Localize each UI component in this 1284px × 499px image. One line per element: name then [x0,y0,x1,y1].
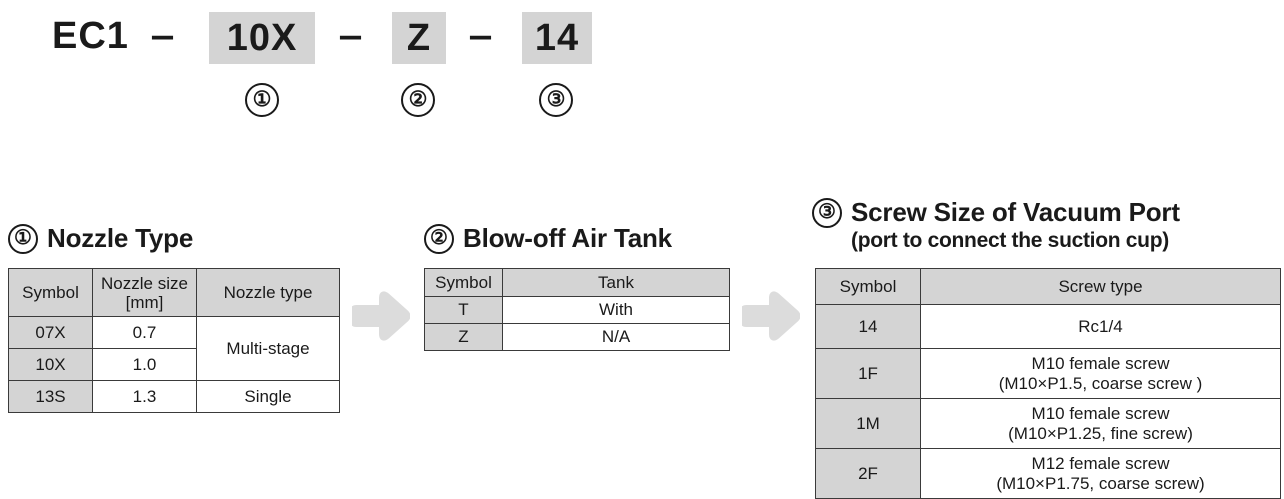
part-number-segment-2: Z [392,12,446,64]
cell-nozzle-size: 1.0 [92,348,197,381]
cell-nozzle-type: Single [196,380,340,413]
table-row: 1M M10 female screw (M10×P1.25, fine scr… [815,398,1281,449]
part-number-segment-3: 14 [522,12,592,64]
section-subheading-3: (port to connect the suction cup) [851,229,1169,252]
column-header-tank: Tank [502,268,730,297]
section-heading-3-group: Screw Size of Vacuum Port (port to conne… [851,196,1180,253]
segment-marker-3: ③ [539,83,573,117]
table-row: 1F M10 female screw (M10×P1.5, coarse sc… [815,348,1281,399]
table-row: T With [424,296,730,324]
table-header-row: Symbol Tank [424,268,730,297]
table-row: 07X 0.7 Multi-stage [8,316,340,381]
cell-symbol: 10X [8,348,93,381]
part-number-segment-1: 10X [209,12,315,64]
cell-tank: N/A [502,323,730,351]
cell-symbol: 14 [815,304,921,349]
column-header-nozzle-size-line2: [mm] [125,292,164,312]
cell-nozzle-size: 0.7 [92,316,197,349]
section-marker-3-icon: ③ [812,198,842,228]
cell-symbol: 13S [8,380,93,413]
cell-screw-type: M10 female screw (M10×P1.25, fine screw) [920,398,1281,449]
cell-screw-type: Rc1/4 [920,304,1281,349]
section-heading-2: Blow-off Air Tank [463,223,672,253]
cell-symbol: 1F [815,348,921,399]
cell-symbol: 1M [815,398,921,449]
section-marker-1-icon: ① [8,224,38,254]
cell-symbol: Z [424,323,503,351]
section-heading-3: Screw Size of Vacuum Port [851,197,1180,227]
cell-nozzle-size: 1.3 [92,380,197,413]
cell-screw-type: M10 female screw (M10×P1.5, coarse screw… [920,348,1281,399]
section-title-blow-off-air-tank: ② Blow-off Air Tank [424,222,672,254]
flow-arrow-right-icon [350,290,411,342]
blow-off-air-tank-table: Symbol Tank T With Z N/A [424,268,730,351]
part-number-separator-3: ‒ [470,15,492,57]
cell-tank: With [502,296,730,324]
column-header-nozzle-size-line1: Nozzle size [101,273,188,293]
part-number-separator-1: ‒ [152,15,174,57]
part-number-row: EC1 ‒ 10X ‒ Z ‒ 14 [0,0,1284,72]
section-marker-2-icon: ② [424,224,454,254]
screw-type-line1: M10 female screw [1031,353,1170,373]
segment-marker-2: ② [401,83,435,117]
segment-marker-1: ① [245,83,279,117]
part-number-separator-2: ‒ [340,15,362,57]
table-header-row: Symbol Nozzle size [mm] Nozzle type [8,268,340,317]
screw-size-table: Symbol Screw type 14 Rc1/4 1F M10 female… [815,268,1281,499]
screw-type-line1: M10 female screw [1031,403,1170,423]
column-header-symbol: Symbol [815,268,921,305]
table-row: 10X 1.0 [8,348,340,381]
column-header-nozzle-size: Nozzle size [mm] [92,268,197,317]
table-header-row: Symbol Screw type [815,268,1281,305]
table-row: 13S 1.3 Single [8,380,340,413]
screw-type-line2: (M10×P1.5, coarse screw ) [998,373,1203,393]
column-header-screw-type: Screw type [920,268,1281,305]
cell-symbol: 07X [8,316,93,349]
table-row: 14 Rc1/4 [815,304,1281,349]
screw-type-line1: M12 female screw [1031,453,1170,473]
section-title-screw-size: ③ Screw Size of Vacuum Port (port to con… [812,196,1180,253]
table-row: 2F M12 female screw (M10×P1.75, coarse s… [815,448,1281,499]
cell-screw-type: M12 female screw (M10×P1.75, coarse scre… [920,448,1281,499]
cell-symbol: T [424,296,503,324]
column-header-nozzle-type: Nozzle type [196,268,340,317]
cell-nozzle-type-multistage: Multi-stage [196,316,340,381]
section-title-nozzle-type: ① Nozzle Type [8,222,193,254]
column-header-symbol: Symbol [8,268,93,317]
column-header-symbol: Symbol [424,268,503,297]
nozzle-type-table: Symbol Nozzle size [mm] Nozzle type 07X … [8,268,340,413]
section-heading-1: Nozzle Type [47,223,194,253]
screw-type-line2: (M10×P1.75, coarse screw) [996,473,1205,493]
table-row: Z N/A [424,323,730,351]
part-number-prefix: EC1 [52,15,129,57]
flow-arrow-right-icon [740,290,801,342]
cell-symbol: 2F [815,448,921,499]
screw-type-line2: (M10×P1.25, fine screw) [1008,423,1193,443]
